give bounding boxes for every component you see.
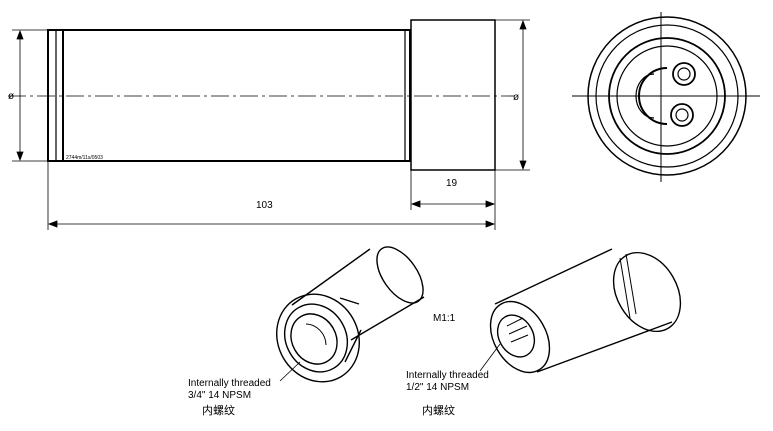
end-view xyxy=(572,12,760,182)
isometric-left-part xyxy=(275,246,425,383)
left-diameter-symbol: ø xyxy=(8,91,15,102)
body-length-dimension xyxy=(47,161,496,230)
right-diameter-symbol: ø xyxy=(513,92,520,103)
cap-length-dimension xyxy=(410,170,496,230)
leader-line-left xyxy=(279,361,301,382)
part-number: 2744m/11s/0503 xyxy=(66,155,103,161)
scale-label: M1:1 xyxy=(433,313,456,324)
left-callout-line1: Internally threaded xyxy=(188,378,271,389)
left-callout-line2: 3/4" 14 NPSM xyxy=(188,390,252,401)
right-callout-chinese: 内螺纹 xyxy=(422,404,455,417)
isometric-right-part xyxy=(489,248,682,374)
cap-length-label: 19 xyxy=(446,178,458,189)
left-callout-chinese: 内螺纹 xyxy=(202,404,235,417)
leader-line-right xyxy=(479,343,501,372)
cap-side-view xyxy=(410,19,496,171)
right-diameter-dimension xyxy=(495,19,530,171)
body-length-label: 103 xyxy=(256,200,273,211)
body-side-view xyxy=(47,29,411,162)
right-callout-line1: Internally threaded xyxy=(406,370,489,381)
right-callout-line2: 1/2" 14 NPSM xyxy=(406,382,470,393)
left-diameter-dimension xyxy=(12,29,48,162)
